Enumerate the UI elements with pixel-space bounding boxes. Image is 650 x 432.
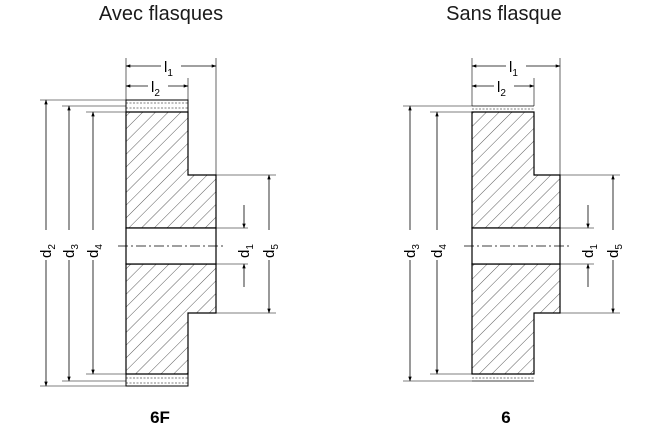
- caption-6f: 6F: [150, 408, 170, 427]
- label-l2-left: l2: [151, 79, 160, 99]
- caption-6: 6: [501, 408, 511, 427]
- label-l1-left: l1: [164, 59, 173, 79]
- label-d3-left: d3: [61, 244, 81, 258]
- label-d1-right: d1: [580, 244, 600, 258]
- body-section-upper: [125, 111, 217, 229]
- flange-bottom: [125, 373, 189, 387]
- label-d5-right: d5: [605, 244, 625, 258]
- label-d4-right: d4: [429, 244, 449, 258]
- label-d3-right: d3: [402, 244, 422, 258]
- label-l2-right: l2: [497, 79, 506, 99]
- drawing-with-flanges: l1 l2 d2 d3 d4 d1 d5: [36, 56, 281, 387]
- body-section-upper-r: [471, 111, 561, 229]
- label-d4-left: d4: [85, 244, 105, 258]
- label-d5-left: d5: [261, 244, 281, 258]
- drawing-without-flange: l1 l2 d3 d4 d1 d5: [400, 56, 625, 382]
- title-avec-flasques: Avec flasques: [98, 3, 224, 25]
- label-d2: d2: [38, 244, 58, 258]
- body-section-lower: [125, 263, 217, 375]
- flange-top: [125, 99, 189, 113]
- label-l1-right: l1: [509, 59, 518, 79]
- body-section-lower-r: [471, 263, 561, 375]
- label-d1-left: d1: [236, 244, 256, 258]
- title-sans-flasque: Sans flasque: [446, 3, 562, 25]
